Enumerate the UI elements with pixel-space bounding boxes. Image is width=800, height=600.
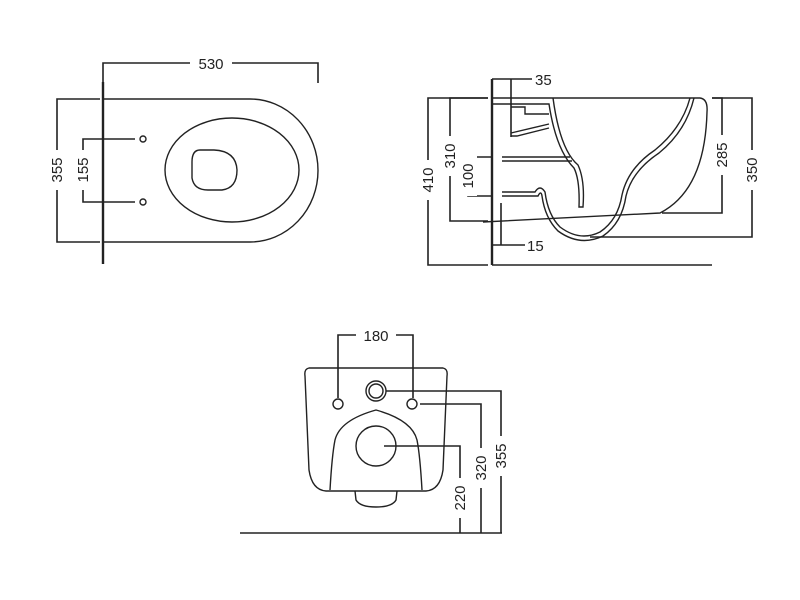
flush-inlet-inner xyxy=(368,383,384,399)
dim-length: 530 xyxy=(198,56,223,73)
dim-inlet-span: 100 xyxy=(460,163,477,188)
bottom-lug xyxy=(354,490,398,508)
seat-opening xyxy=(191,149,238,191)
dim-pipe-offset: 35 xyxy=(535,72,552,89)
dim-line-15 xyxy=(492,203,525,246)
dim-rim-height: 285 xyxy=(714,142,731,167)
dim-total-height: 410 xyxy=(420,167,437,192)
dim-outlet-height: 220 xyxy=(452,485,469,510)
trapway xyxy=(502,97,695,242)
side-outline xyxy=(482,97,708,223)
inlet-spud xyxy=(510,106,550,137)
dim-line-35 xyxy=(492,78,532,137)
seat-arch xyxy=(329,409,423,491)
top-view: 530 355 155 xyxy=(48,54,319,264)
inner-front-wall xyxy=(492,97,585,208)
bolt-hole xyxy=(406,398,418,410)
dim-line-320 xyxy=(420,403,482,533)
dim-inlet-height: 355 xyxy=(493,443,510,468)
dim-bolt-height: 320 xyxy=(473,455,490,480)
dim-outlet-offset: 15 xyxy=(527,238,544,255)
bolt-hole xyxy=(332,398,344,410)
dim-inlet-height: 310 xyxy=(442,143,459,168)
dim-hole-spacing: 155 xyxy=(75,157,92,182)
top-outline xyxy=(103,98,319,243)
side-view: 35 410 310 100 15 285 350 xyxy=(419,72,761,266)
dim-width: 355 xyxy=(49,157,66,182)
dim-bowl-height: 350 xyxy=(744,157,761,182)
rear-view: 180 220 320 355 xyxy=(240,326,510,534)
fixing-hole xyxy=(139,135,147,143)
dim-bolt-spacing: 180 xyxy=(363,328,388,345)
rim-ellipse xyxy=(164,117,300,223)
rear-outline xyxy=(304,367,448,492)
dim-line-355 xyxy=(386,390,502,533)
fixing-hole xyxy=(139,198,147,206)
